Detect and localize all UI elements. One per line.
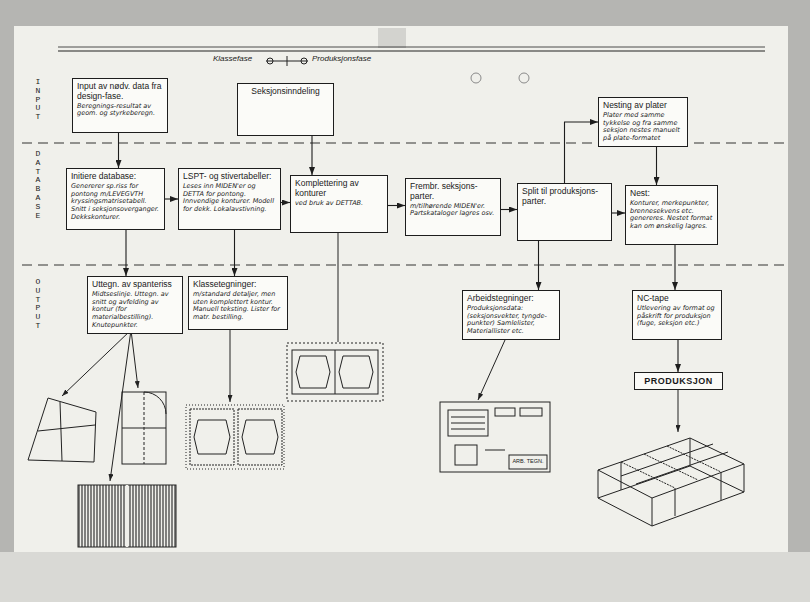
- box-heading: NC-tape: [637, 294, 717, 304]
- class-drawing: [186, 330, 284, 469]
- database-box: Komplettering av konturerved bruk av DET…: [290, 175, 388, 233]
- input-box: Seksjonsinndeling: [237, 83, 334, 136]
- zone-label: INPUT: [34, 78, 42, 122]
- box-body: Konturer, merkepunkter, brennesekvens et…: [630, 200, 713, 231]
- work-drawing: [440, 340, 550, 472]
- input-box: Nesting av platerPlater med samme tykkel…: [598, 97, 688, 147]
- database-box: Initiere database:Genererer sp.riss for …: [66, 168, 165, 230]
- zone-divider: [22, 143, 788, 265]
- box-body: Leses inn MIDEN'er og DETTA for pontong.…: [183, 183, 276, 214]
- punch-hole: [471, 73, 481, 83]
- box-body: Utlevering av format og påskrift for pro…: [637, 305, 717, 328]
- production-box: PRODUKSJON: [634, 372, 723, 390]
- flow-arrow: [118, 133, 119, 168]
- hull-structure-3d: [598, 390, 744, 526]
- flow-arrow: [501, 209, 517, 210]
- zone-label: DATABASE: [34, 150, 42, 220]
- phase-label: Klassefase: [213, 54, 252, 63]
- section-drawing: [287, 225, 383, 401]
- box-body: m/tilhørende MIDEN'er. Partskataloger la…: [410, 203, 496, 219]
- database-box: LSPT- og stivertabeller:Leses inn MIDEN'…: [178, 168, 281, 230]
- zone-label: OUTPUT: [34, 278, 42, 331]
- box-heading: Nesting av plater: [603, 101, 683, 111]
- flow-arrow: [612, 212, 625, 213]
- flow-arrow: [677, 340, 678, 372]
- box-heading: Arbeidstegninger:: [467, 294, 555, 304]
- box-body: Beregnings-resultat av geom. og styrkebe…: [77, 103, 163, 119]
- box-body: Produksjonsdata: (seksjonsvekter, tyngde…: [467, 305, 555, 336]
- box-heading: LSPT- og stivertabeller:: [183, 172, 276, 182]
- box-body: Midtseslinje. Uttegn. av snitt og avfeld…: [92, 291, 178, 330]
- flow-arrow: [538, 241, 539, 290]
- title-block-text: ARB. TEGN.: [509, 459, 547, 465]
- output-box: NC-tapeUtlevering av format og påskrift …: [632, 290, 722, 340]
- paper-sheet: [14, 26, 788, 552]
- box-heading: Uttegn. av spanteriss: [92, 280, 178, 290]
- box-body: ved bruk av DETTAB.: [295, 200, 383, 208]
- punch-hole: [519, 73, 529, 83]
- output-box: Uttegn. av spanterissMidtseslinje. Utteg…: [87, 276, 183, 334]
- phase-label: Produksjonsfase: [312, 54, 371, 63]
- flow-arrow: [125, 230, 126, 276]
- input-box: Input av nødv. data fra design-fase.Bere…: [72, 78, 168, 133]
- box-heading: Nest:: [630, 189, 713, 199]
- box-body: m/standard detaljer, men uten kompletter…: [193, 291, 283, 322]
- box-heading: PRODUKSJON: [639, 376, 718, 386]
- header-rule: [58, 47, 765, 66]
- flow-arrow: [311, 136, 312, 175]
- box-body: Genererer sp.riss for pontong m/LEVEGVTH…: [71, 183, 160, 222]
- tape-strip: [378, 28, 406, 48]
- photo-ground: [0, 552, 810, 602]
- output-box: Klassetegninger:m/standard detaljer, men…: [188, 276, 288, 330]
- frame-plan-drawings: [28, 330, 176, 547]
- box-heading: Komplettering av konturer: [295, 179, 383, 199]
- database-box: Split til produksjons-parter.: [517, 183, 612, 241]
- flow-arrow: [565, 122, 599, 183]
- flow-arrow: [234, 230, 235, 276]
- box-heading: Initiere database:: [71, 172, 160, 182]
- flow-arrow: [165, 198, 178, 199]
- flow-arrow: [388, 205, 405, 206]
- database-box: Frembr. seksjons-parter.m/tilhørende MID…: [405, 178, 501, 236]
- flow-arrow: [674, 245, 675, 290]
- database-box: Nest:Konturer, merkepunkter, brennesekve…: [625, 185, 718, 245]
- box-heading: Input av nødv. data fra design-fase.: [77, 82, 163, 102]
- box-heading: Split til produksjons-parter.: [522, 187, 607, 207]
- box-heading: Frembr. seksjons-parter.: [410, 182, 496, 202]
- box-heading: Klassetegninger:: [193, 280, 283, 290]
- flow-arrow: [281, 202, 290, 203]
- flow-arrow: [656, 147, 657, 185]
- box-body: Plater med samme tykkelse og fra samme s…: [603, 112, 683, 143]
- output-box: Arbeidstegninger:Produksjonsdata: (seksj…: [462, 290, 560, 340]
- box-heading: Seksjonsinndeling: [242, 87, 329, 97]
